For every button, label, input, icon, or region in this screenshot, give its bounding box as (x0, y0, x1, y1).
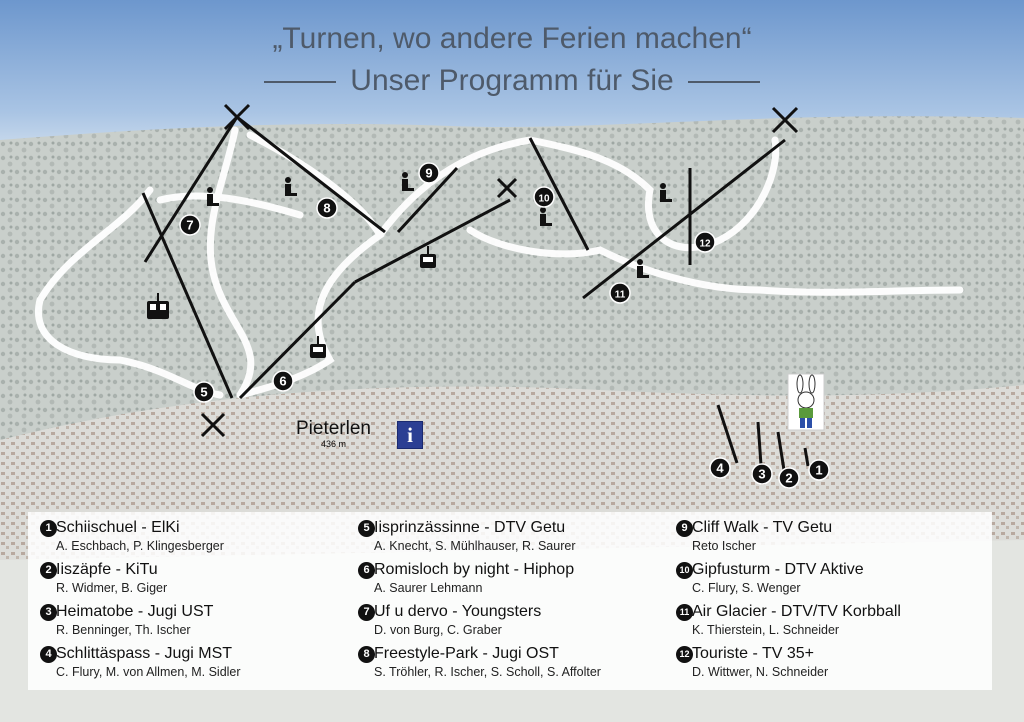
legend-number: 2 (40, 562, 57, 579)
legend-text: Romisloch by night - Hiphop A. Saurer Leh… (374, 560, 574, 596)
map-marker-number: 8 (323, 201, 330, 216)
legend-people: D. Wittwer, N. Schneider (692, 665, 829, 679)
legend-number: 10 (676, 562, 693, 579)
mascot-rabbit-icon (787, 373, 825, 431)
map-marker-number: 7 (186, 218, 193, 233)
map-marker-number: 9 (425, 166, 432, 181)
map-marker-number: 10 (538, 194, 550, 205)
gondola-icon (420, 246, 436, 268)
legend-title: Uf u dervo - Youngsters (374, 603, 542, 620)
map-marker-4: 4 (709, 457, 731, 479)
legend-title: Schiischuel - ElKi (56, 519, 180, 536)
legend-text: Schlittäspass - Jugi MST C. Flury, M. von… (56, 644, 241, 680)
legend-number: 4 (40, 646, 57, 663)
restaurant-icon (771, 106, 799, 134)
map-marker-7: 7 (179, 214, 201, 236)
legend-number: 11 (676, 604, 693, 621)
legend-number: 3 (40, 604, 57, 621)
legend-title: Schlittäspass - Jugi MST (56, 645, 233, 662)
legend-title: Romisloch by night - Hiphop (374, 561, 575, 578)
map-marker-5: 5 (193, 381, 215, 403)
restaurant-icon (200, 412, 226, 438)
legend-text: Touriste - TV 35+ D. Wittwer, N. Schneide… (692, 644, 828, 680)
legend-title: Gipfusturm - DTV Aktive (692, 561, 864, 578)
legend-number: 5 (358, 520, 375, 537)
chairlift-icon (540, 207, 552, 226)
restaurant-icon (496, 177, 518, 199)
map-marker-number: 1 (815, 463, 822, 478)
village-label: Pieterlen 436 m (296, 418, 371, 449)
title-rule-right (687, 81, 760, 84)
legend-title: Heimatobe - Jugi UST (56, 603, 214, 620)
legend-people: K. Thierstein, L. Schneider (692, 623, 840, 637)
legend-title: Cliff Walk - TV Getu (692, 519, 833, 536)
legend-number: 12 (676, 646, 693, 663)
legend-number: 6 (358, 562, 375, 579)
legend-people: A. Knecht, S. Mühlhauser, R. Saurer (374, 539, 576, 553)
legend-people: Reto Ischer (692, 539, 756, 553)
legend-people: D. von Burg, C. Graber (374, 623, 502, 637)
legend-text: Uf u dervo - Youngsters D. von Burg, C. G… (374, 602, 541, 638)
legend-people: A. Eschbach, P. Klingesberger (56, 539, 224, 553)
map-marker-11: 11 (609, 282, 631, 304)
legend-title: Iiszäpfe - KiTu (56, 561, 158, 578)
map-marker-8: 8 (316, 197, 338, 219)
map-marker-10: 10 (533, 186, 555, 208)
chairlift-icon (207, 187, 219, 206)
map-marker-number: 12 (699, 239, 711, 250)
chairlift-icon (637, 259, 649, 278)
legend-people: R. Benninger, Th. Ischer (56, 623, 191, 637)
restaurant-icon (223, 103, 251, 131)
map-marker-number: 4 (716, 461, 724, 476)
legend-title: Iisprinzässinne - DTV Getu (374, 519, 566, 536)
legend-people: C. Flury, S. Wenger (692, 581, 801, 595)
legend-text: Gipfusturm - DTV Aktive C. Flury, S. Weng… (692, 560, 864, 596)
legend-title: Freestyle-Park - Jugi OST (374, 645, 559, 662)
village-name: Pieterlen (296, 418, 371, 439)
map-marker-2: 2 (778, 467, 800, 489)
legend-people: C. Flury, M. von Allmen, M. Sidler (56, 665, 241, 679)
map-marker-number: 11 (615, 290, 626, 301)
chairlift-icon (402, 172, 414, 191)
chairlift-icon (660, 183, 672, 202)
page-title: „Turnen, wo andere Ferien machen“ (272, 22, 752, 55)
ski-runs (35, 126, 964, 399)
legend-people: R. Widmer, B. Giger (56, 581, 168, 595)
map-marker-6: 6 (272, 370, 294, 392)
village-altitude: 436 m (320, 439, 346, 449)
legend-people: S. Tröhler, R. Ischer, S. Scholl, S. Aff… (374, 665, 601, 679)
map-marker-3: 3 (751, 463, 773, 485)
map-marker-number: 3 (758, 467, 765, 482)
info-icon[interactable]: i (397, 421, 423, 449)
legend-title: Touriste - TV 35+ (692, 645, 814, 662)
title-rule-left (264, 81, 337, 84)
legend-text: Freestyle-Park - Jugi OST S. Tröhler, R. … (374, 644, 601, 680)
lift-lines (141, 115, 810, 471)
legend-text: Heimatobe - Jugi UST R. Benninger, Th. Is… (56, 602, 213, 638)
map-marker-number: 2 (785, 471, 792, 486)
legend-number: 8 (358, 646, 375, 663)
legend-number: 7 (358, 604, 375, 621)
chairlift-icon (285, 177, 297, 196)
legend-text: Schiischuel - ElKi A. Eschbach, P. Klinge… (56, 518, 224, 554)
map-marker-9: 9 (418, 162, 440, 184)
legend-text: Air Glacier - DTV/TV Korbball K. Thierste… (692, 602, 901, 638)
legend-number: 9 (676, 520, 693, 537)
gondola-icon (310, 336, 326, 358)
legend-text: Iiszäpfe - KiTu R. Widmer, B. Giger (56, 560, 167, 596)
legend-title: Air Glacier - DTV/TV Korbball (692, 603, 901, 620)
map-marker-12: 12 (694, 231, 716, 253)
subtitle-text: Unser Programm für Sie (350, 64, 674, 97)
legend-text: Iisprinzässinne - DTV Getu A. Knecht, S. … (374, 518, 576, 554)
gondola-icon (147, 293, 169, 319)
map-marker-number: 6 (279, 374, 286, 389)
page-subtitle: Unser Programm für Sie (0, 64, 1024, 98)
map-marker-number: 5 (200, 385, 207, 400)
legend-number: 1 (40, 520, 57, 537)
legend-people: A. Saurer Lehmann (374, 581, 483, 595)
map-marker-1: 1 (808, 459, 830, 481)
